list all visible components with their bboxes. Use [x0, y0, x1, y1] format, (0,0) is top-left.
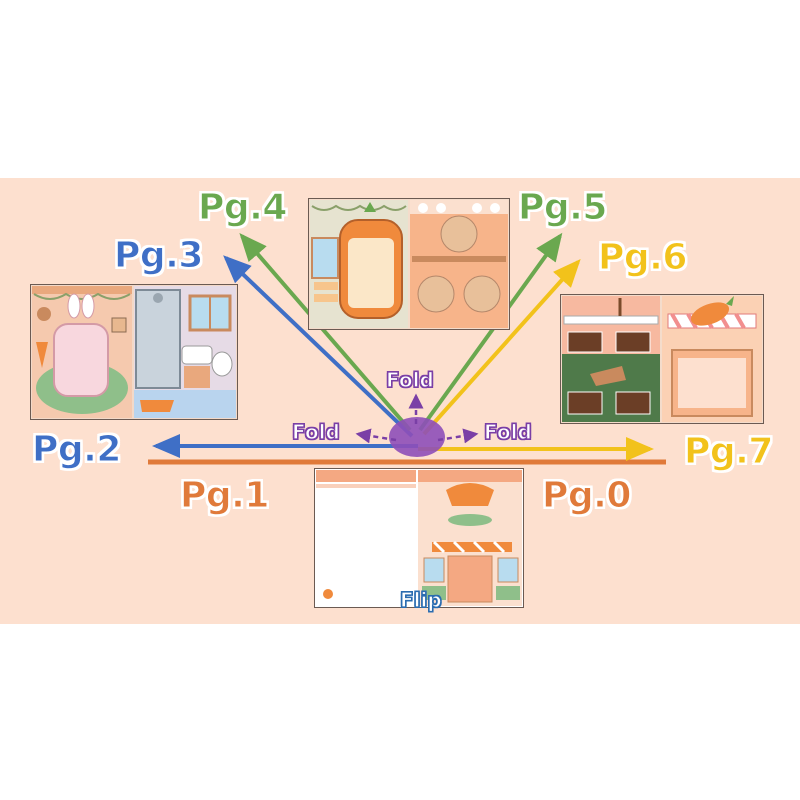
label-pg1: Pg.1: [180, 475, 270, 516]
fold-arrow-right: [437, 428, 479, 444]
arrow-pg6: [422, 259, 581, 436]
garden-shop-spread: [560, 294, 764, 424]
label-pg5: Pg.5: [518, 187, 608, 228]
closet-wig-spread: [308, 198, 510, 330]
label-pg3: Pg.3: [114, 235, 204, 276]
label-pg7: Pg.7: [684, 431, 774, 472]
bedroom-bathroom-spread: [30, 284, 238, 420]
arrow-pg4: [239, 232, 412, 432]
fold-label-top: Fold: [385, 368, 434, 392]
cover-spread: [314, 468, 524, 608]
label-pg6: Pg.6: [598, 237, 688, 278]
flip-label: Flip: [399, 588, 442, 612]
fold-point-icon: [389, 417, 445, 457]
arrow-pg3: [223, 255, 414, 438]
fold-label-left: Fold: [291, 420, 340, 444]
label-pg0: Pg.0: [542, 475, 632, 516]
label-pg4: Pg.4: [198, 187, 288, 228]
label-pg2: Pg.2: [32, 429, 122, 470]
arrow-pg5: [418, 232, 563, 432]
fold-label-right: Fold: [483, 420, 532, 444]
fold-arrow-left: [355, 428, 397, 444]
